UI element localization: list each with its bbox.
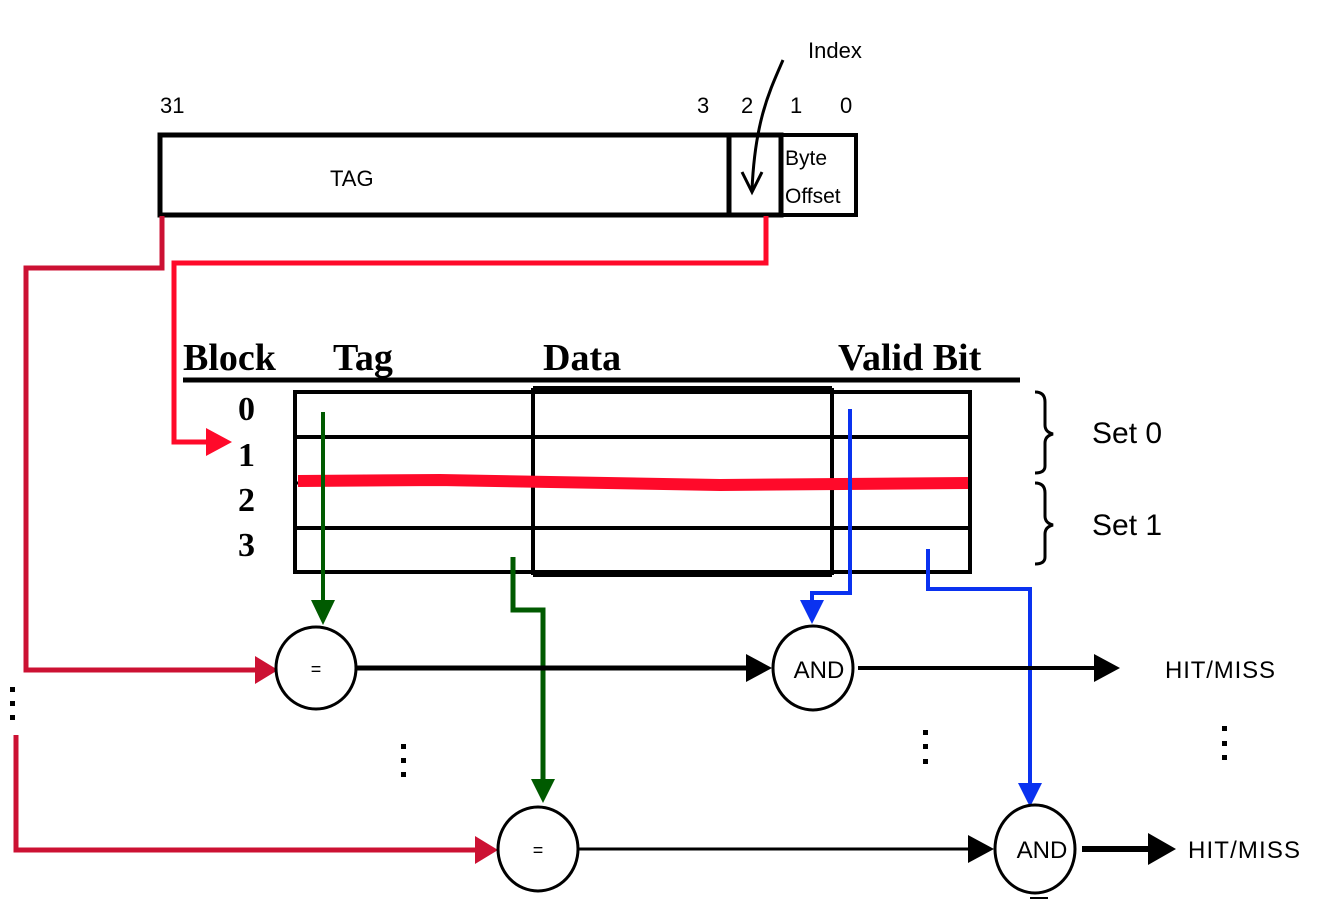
header-block: Block — [183, 337, 277, 379]
valid-bit-paths — [800, 409, 1042, 807]
compare-output-arrowhead-0-icon — [746, 654, 772, 682]
tag-read-arrowhead-1-icon — [531, 779, 555, 803]
bit-label-1: 1 — [790, 93, 802, 118]
hit-output-arrowhead-1-icon — [1148, 833, 1176, 865]
bit-label-31: 31 — [160, 93, 184, 118]
ellipsis-and-column — [923, 730, 928, 764]
index-path-arrowhead-icon — [206, 428, 232, 456]
index-path — [171, 216, 769, 456]
cache-table: Block Tag Data Valid Bit 0 1 2 3 — [183, 337, 1020, 577]
ellipsis-markers — [10, 687, 1227, 777]
valid-read-arrowhead-1-icon — [1018, 783, 1042, 807]
tag-path-arrowhead-icon — [255, 656, 278, 684]
header-tag: Tag — [333, 337, 393, 379]
bit-label-2: 2 — [741, 93, 753, 118]
bit-label-3: 3 — [697, 93, 709, 118]
hit-miss-label-1: HIT/MISS — [1188, 837, 1300, 864]
tag-path-line-lower — [13, 735, 485, 853]
tag-path-arrowhead-lower-icon — [475, 836, 498, 864]
tag-path — [13, 216, 498, 864]
tag-read-path-1 — [510, 557, 546, 780]
and-gate-0 — [771, 624, 855, 712]
compare-output-arrowhead-1-icon — [968, 835, 994, 863]
valid-read-path-1 — [926, 549, 1032, 785]
tag-compare-paths — [311, 412, 555, 803]
byte-offset-label-1: Byte — [785, 147, 827, 170]
set-braces: Set 0 Set 1 — [1034, 390, 1162, 566]
tag-read-arrowhead-0-icon — [311, 600, 335, 625]
index-arrow-head-icon — [740, 171, 764, 196]
ellipsis-middle — [401, 744, 406, 777]
header-data: Data — [543, 337, 621, 379]
block-number-0: 0 — [238, 391, 255, 428]
and-gate-0-label: AND — [794, 657, 845, 684]
comparator-row-1: = AND HIT/MISS — [496, 803, 1300, 899]
brace-set-1-icon — [1034, 481, 1054, 566]
valid-read-arrowhead-0-icon — [800, 600, 824, 624]
tag-field — [157, 132, 732, 218]
valid-read-path-0 — [810, 409, 852, 605]
byte-offset-field — [779, 133, 858, 217]
comparator-0-label: = — [311, 659, 322, 679]
tag-path-line-upper — [23, 216, 265, 673]
bit-label-0: 0 — [840, 93, 852, 118]
selected-set-highlight — [297, 473, 969, 492]
ellipsis-output-column — [1222, 726, 1227, 760]
comparator-row-0: = AND HIT/MISS — [274, 624, 1275, 712]
block-number-3: 3 — [238, 527, 255, 564]
index-callout-label: Index — [808, 38, 862, 63]
index-callout-arrow — [750, 59, 785, 191]
block-number-2: 2 — [238, 482, 255, 519]
header-valid-bit: Valid Bit — [838, 337, 982, 379]
comparator-1-label: = — [533, 840, 544, 860]
set-0-label: Set 0 — [1092, 417, 1162, 450]
hit-output-arrowhead-0-icon — [1094, 654, 1120, 682]
and-gate-1-label: AND — [1017, 837, 1068, 864]
and-gate-1 — [993, 803, 1077, 895]
block-number-1: 1 — [238, 437, 255, 474]
brace-set-0-icon — [1034, 390, 1054, 475]
address-word: 31 3 2 1 0 TAG Byte Offset Index — [157, 38, 862, 218]
tag-field-label: TAG — [330, 166, 374, 191]
set-1-label: Set 1 — [1092, 509, 1162, 542]
index-path-line — [171, 216, 769, 445]
hit-miss-label-0: HIT/MISS — [1165, 657, 1275, 684]
ellipsis-left — [10, 687, 15, 720]
byte-offset-label-2: Offset — [785, 185, 841, 208]
